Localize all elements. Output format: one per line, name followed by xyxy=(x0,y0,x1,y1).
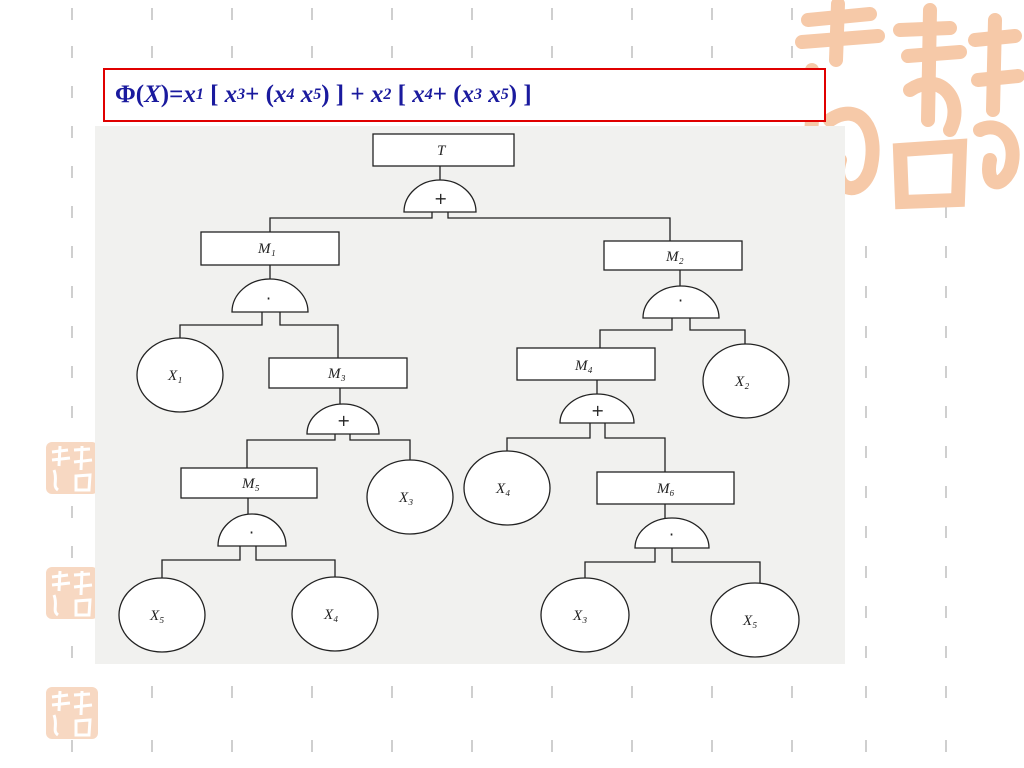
m6-label: M₆ xyxy=(656,481,675,497)
event-box-m1 xyxy=(200,231,340,266)
or-gate-top xyxy=(403,179,477,213)
stamp-logo-2 xyxy=(46,567,98,619)
event-box-m3 xyxy=(268,357,408,389)
basic-event-x1 xyxy=(136,337,224,413)
or-gate-m3 xyxy=(306,403,380,435)
and-symbol-m5: · xyxy=(249,523,254,542)
event-box-m6 xyxy=(596,471,735,505)
or-symbol-top: + xyxy=(434,189,447,208)
x5-left-label: X₅ xyxy=(149,608,164,624)
m5-label: M₅ xyxy=(241,476,260,492)
formula-phi: Φ xyxy=(115,81,136,108)
m3-label: M₃ xyxy=(327,366,346,382)
basic-event-x5-left xyxy=(118,577,206,653)
basic-event-x5-right xyxy=(710,582,800,658)
or-symbol-m3: + xyxy=(337,411,350,430)
and-symbol-m6: · xyxy=(669,525,674,544)
and-gate-m5 xyxy=(217,513,287,547)
basic-event-x4-left xyxy=(291,576,379,652)
x4-right-label: X₄ xyxy=(495,481,510,497)
and-gate-m6 xyxy=(634,517,710,549)
and-symbol-m2: · xyxy=(678,291,683,310)
event-box-m2 xyxy=(603,240,743,271)
stamp-logo-3 xyxy=(46,687,98,739)
fault-tree-diagram: T M₁ M₂ M₃ M₄ M₅ M₆ + · + · · + · X₁ X₃ … xyxy=(95,126,845,664)
x3-left-label: X₃ xyxy=(398,490,413,506)
and-gate-m1 xyxy=(231,278,309,313)
fault-tree-svg: T M₁ M₂ M₃ M₄ M₅ M₆ + · + · · + · X₁ X₃ … xyxy=(118,133,800,658)
event-box-m5 xyxy=(180,467,318,499)
event-box-m4 xyxy=(516,347,656,381)
or-gate-m4 xyxy=(559,393,635,424)
x1-label: X₁ xyxy=(167,368,182,384)
basic-event-x3-left xyxy=(366,459,454,535)
and-symbol-m1: · xyxy=(266,289,271,308)
event-box-top xyxy=(372,133,515,167)
x3-right-label: X₃ xyxy=(572,608,587,624)
formula-phi-arg: (X) xyxy=(135,81,170,108)
x4-left-label: X₄ xyxy=(323,607,338,623)
basic-event-x4-right xyxy=(463,450,551,526)
basic-event-x3-right xyxy=(540,577,630,653)
or-symbol-m4: + xyxy=(591,401,604,420)
basic-event-x2 xyxy=(702,343,790,419)
x2-label: X₂ xyxy=(734,374,749,390)
and-gate-m2 xyxy=(642,285,720,319)
stamp-logo-1 xyxy=(46,442,98,494)
x5-right-label: X₅ xyxy=(742,613,757,629)
m1-label: M₁ xyxy=(257,241,276,257)
m2-label: M₂ xyxy=(665,249,684,265)
m4-label: M₄ xyxy=(574,358,593,374)
top-event-label: T xyxy=(437,143,447,159)
